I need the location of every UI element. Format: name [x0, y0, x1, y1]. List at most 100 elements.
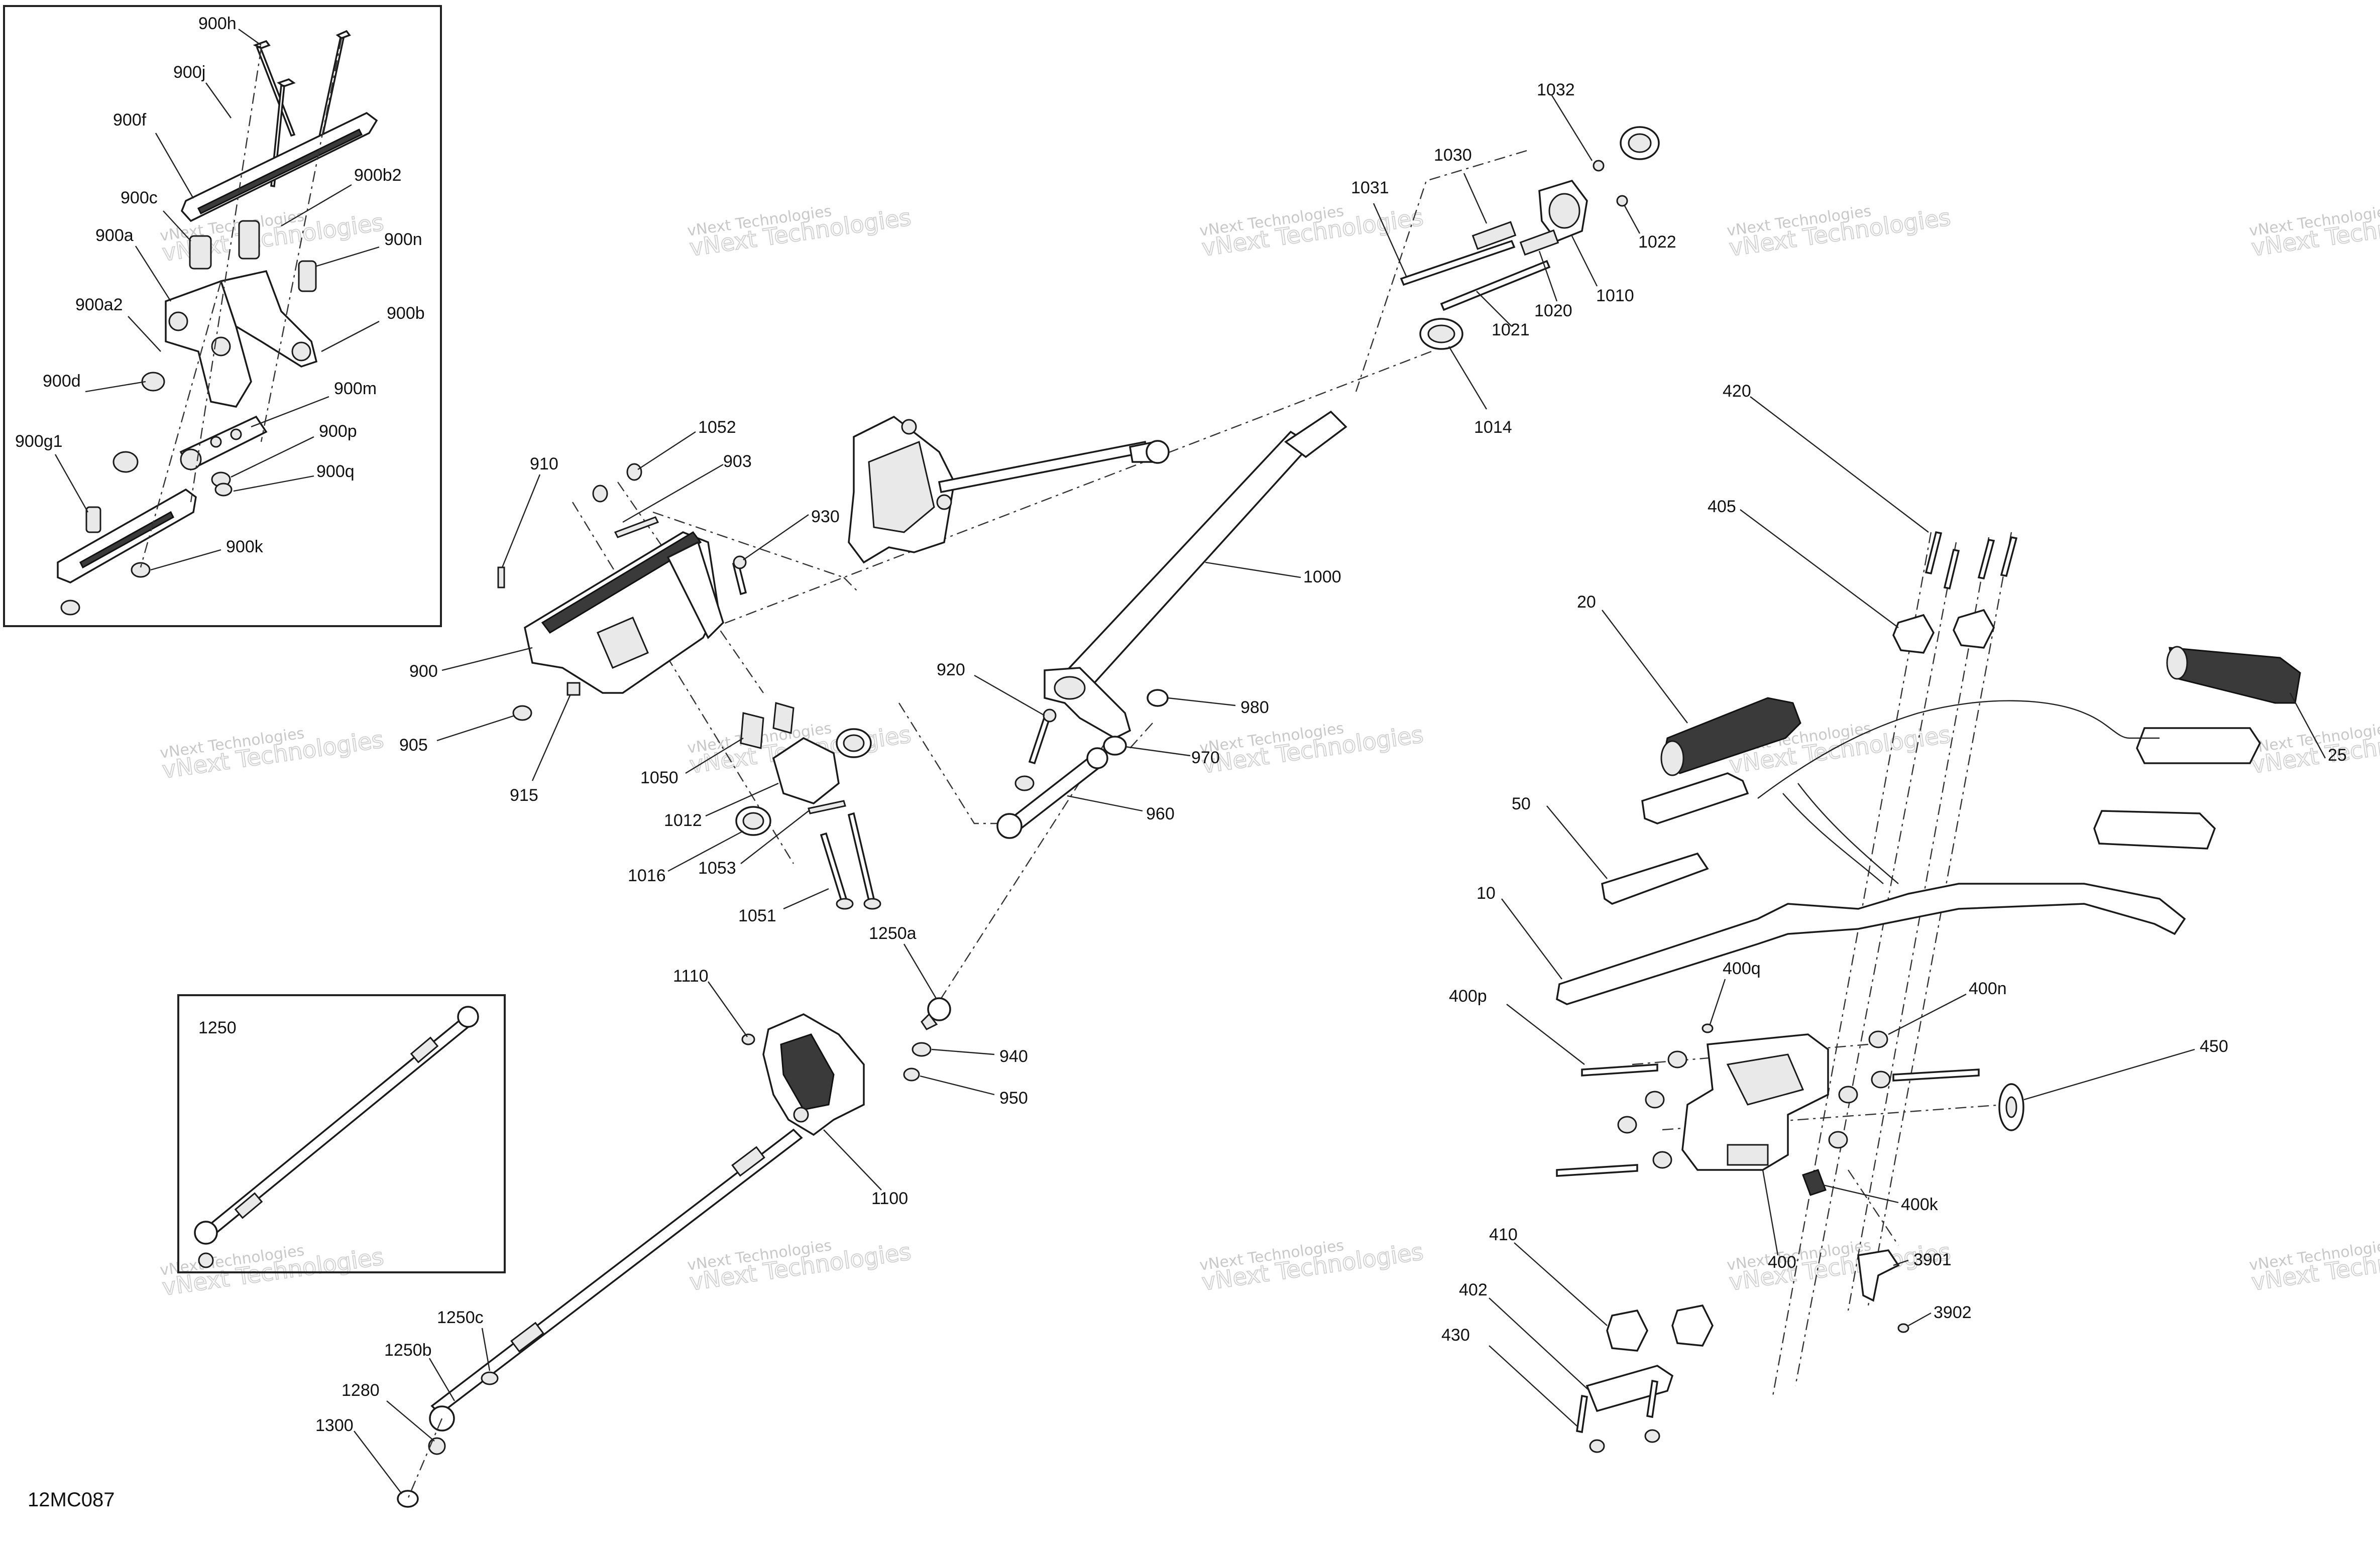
bolt-1280 — [428, 1437, 446, 1455]
label-1053: 1053 — [698, 859, 736, 878]
bolt-head — [863, 898, 881, 910]
leader-1031 — [1373, 203, 1407, 277]
leader-900q — [233, 475, 314, 492]
clamp-405 — [1892, 614, 1935, 654]
wire-harness-3 — [1797, 783, 1899, 884]
housing-bolt — [901, 419, 917, 435]
label-915: 915 — [510, 786, 538, 805]
washer-970 — [1103, 736, 1127, 756]
bolt-430-2 — [1646, 1379, 1658, 1418]
bracket-900-top-rail — [541, 531, 702, 634]
leader-980 — [1167, 697, 1236, 706]
leader-430 — [1489, 1345, 1577, 1427]
label-1250c: 1250c — [437, 1308, 484, 1327]
nut-430-2 — [1644, 1429, 1660, 1443]
heated-tube — [2136, 727, 2261, 764]
plate-900k-slot — [79, 511, 174, 569]
housing-1100-bolt — [793, 1107, 809, 1123]
drag-link — [938, 440, 1149, 494]
bolt-420-2 — [1943, 548, 1960, 590]
label-1012: 1012 — [664, 811, 702, 830]
label-920: 920 — [937, 660, 965, 679]
label-402: 402 — [1459, 1280, 1488, 1299]
nut-430 — [1589, 1439, 1605, 1453]
spring-400k — [1802, 1169, 1827, 1196]
label-1021: 1021 — [1492, 320, 1530, 339]
shim-903 — [614, 516, 659, 538]
ball-joint-1250a — [927, 997, 951, 1021]
label-10: 10 — [1477, 884, 1496, 903]
bolt-900g1 — [85, 506, 101, 533]
link-hole — [230, 428, 242, 440]
grip-25 — [2169, 647, 2301, 704]
ball-joint-stud — [921, 1013, 938, 1030]
sleeve-50 — [1601, 852, 1709, 905]
leader-1051 — [783, 888, 829, 910]
pin-1030 — [1471, 221, 1517, 250]
handlebar-group: 420 405 20 25 50 10 400q 400p 400n 450 4… — [1441, 382, 2347, 1453]
leader-20 — [1602, 610, 1688, 724]
screw-1110 — [741, 1033, 755, 1045]
label-400n: 400n — [1969, 979, 2007, 998]
axis-line — [898, 702, 1004, 824]
axis-line — [843, 577, 859, 593]
leader-402 — [1489, 1297, 1590, 1391]
nut-400 — [1667, 1050, 1687, 1069]
label-1300: 1300 — [315, 1416, 354, 1435]
link-960-eye — [996, 813, 1023, 839]
leader-1020 — [1538, 251, 1558, 302]
label-1022: 1022 — [1638, 232, 1676, 252]
bolt-910 — [497, 566, 505, 588]
leader-900g1 — [54, 454, 89, 513]
axis-line — [190, 48, 262, 503]
cap-inner — [1628, 133, 1652, 153]
wire-harness-2 — [1782, 793, 1884, 884]
label-400k: 400k — [1901, 1195, 1939, 1214]
leader-903 — [622, 463, 724, 523]
label-900n: 900n — [384, 230, 422, 249]
leader-400 — [1762, 1169, 1779, 1256]
leader-1050 — [685, 737, 744, 774]
leader-900d — [85, 381, 146, 393]
label-1016: 1016 — [628, 866, 666, 885]
leader-910 — [501, 474, 541, 568]
leader-1010 — [1571, 235, 1598, 287]
label-450: 450 — [2200, 1037, 2228, 1056]
label-20: 20 — [1577, 592, 1596, 612]
bolt-1031 — [1400, 240, 1516, 286]
inset-900-assembly: 900h 900j 900f 900c 900b2 900a 900n 900a… — [3, 5, 442, 627]
axis-line — [933, 743, 1106, 1010]
washer-450-inner — [2005, 1096, 2017, 1118]
leader-970 — [1124, 746, 1191, 757]
inset-frame — [177, 994, 506, 1273]
leader-450 — [2023, 1048, 2195, 1101]
nut-950 — [903, 1067, 920, 1082]
label-950: 950 — [999, 1089, 1028, 1108]
leader-900m — [251, 396, 329, 428]
leader-410 — [1514, 1242, 1608, 1326]
bolt-420 — [1924, 531, 1943, 575]
label-1020: 1020 — [1534, 301, 1572, 320]
leader-950 — [920, 1075, 995, 1096]
bolt-400p-3 — [1892, 1069, 1980, 1082]
nut-400-6 — [1828, 1131, 1848, 1149]
label-1000: 1000 — [1303, 567, 1341, 586]
leader-1250b — [428, 1358, 456, 1401]
label-1250b: 1250b — [384, 1341, 432, 1360]
bracket-1012 — [772, 737, 840, 804]
ring-inner — [742, 812, 764, 830]
link-eye — [180, 448, 202, 470]
leader-900n — [316, 246, 380, 267]
leader-900a — [135, 246, 172, 302]
bolt-920 — [1028, 715, 1051, 765]
leader-900c — [163, 210, 191, 242]
axis-line — [1129, 723, 1153, 749]
bolt-420-4 — [2000, 536, 2018, 577]
nut-1052 — [626, 463, 642, 481]
screw-400q — [1702, 1023, 1714, 1033]
label-3902: 3902 — [1934, 1303, 1972, 1322]
leader-905 — [436, 715, 515, 742]
bracket-hole — [211, 336, 231, 357]
screw-3902 — [1897, 1323, 1909, 1333]
inset-frame — [3, 5, 442, 627]
